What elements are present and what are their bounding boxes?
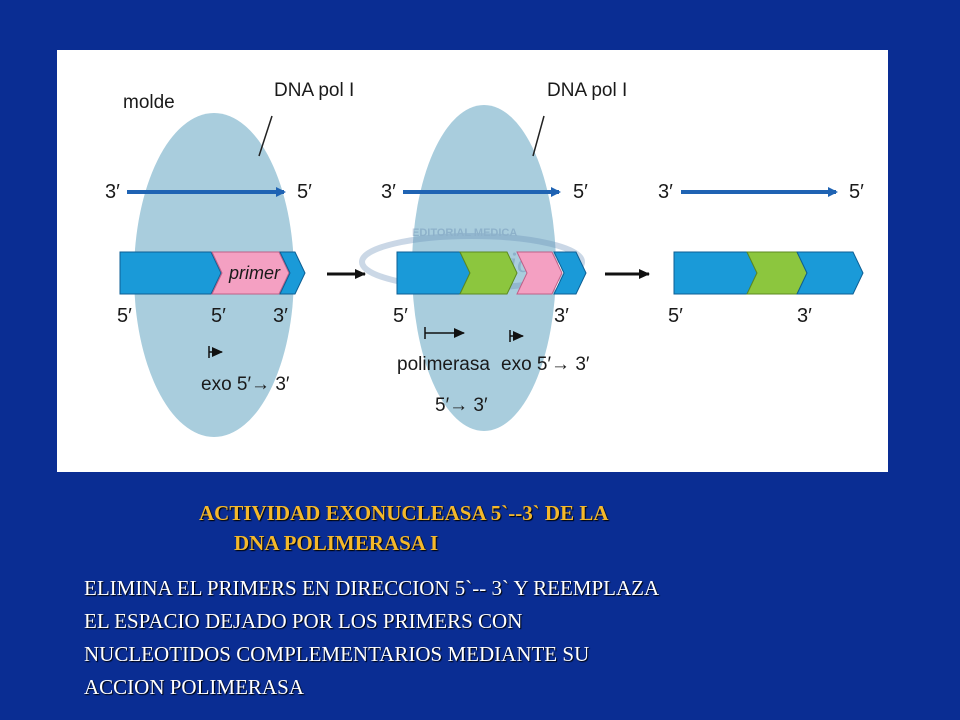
dna-segment-end — [279, 251, 306, 295]
template-3-label: 3′ — [658, 181, 673, 203]
dna-segment-end — [553, 251, 587, 295]
polimerasa-label: polimerasa — [397, 354, 490, 375]
bottom-3-right: 3′ — [273, 305, 288, 327]
template-3-label: 3′ — [381, 181, 396, 203]
title-line-1: ACTIVIDAD EXONUCLEASA 5`--3` DE LA — [199, 501, 609, 525]
diagram-svg: molde DNA pol I 3′ 5′ primer 5′ 5′ 3′ ex… — [105, 80, 864, 437]
body-line-2: EL ESPACIO DEJADO POR LOS PRIMERS CON — [84, 609, 523, 633]
diagram-figure: molde DNA pol I 3′ 5′ primer 5′ 5′ 3′ ex… — [57, 50, 888, 472]
bottom-5-left: 5′ — [393, 305, 408, 327]
bottom-3-right: 3′ — [554, 305, 569, 327]
dna-pol-label: DNA pol I — [274, 80, 354, 101]
template-5-label: 5′ — [297, 181, 312, 203]
body-line-4: ACCION POLIMERASA — [84, 675, 304, 699]
pointer-line — [258, 115, 273, 157]
bottom-5-mid: 5′ — [211, 305, 226, 327]
pointer-line — [532, 115, 545, 157]
template-5-label: 5′ — [849, 181, 864, 203]
exo-label: exo 5′→ 3′ — [501, 354, 590, 375]
dna-segment-blue — [673, 251, 758, 295]
new-dna-segment-green — [459, 251, 518, 295]
slide-body-text: ELIMINA EL PRIMERS EN DIRECCION 5`-- 3` … — [84, 572, 884, 704]
panel-1: molde DNA pol I 3′ 5′ primer 5′ 5′ 3′ ex… — [105, 80, 354, 437]
dna-segment-blue — [396, 251, 471, 295]
bottom-3-right: 3′ — [797, 305, 812, 327]
molde-label: molde — [123, 92, 175, 113]
bottom-5-left: 5′ — [117, 305, 132, 327]
template-3-label: 3′ — [105, 181, 120, 203]
body-line-3: NUCLEOTIDOS COMPLEMENTARIOS MEDIANTE SU — [84, 642, 590, 666]
panel-2: DNA pol I 3′ 5′ EDITORIAL MEDICA panamer… — [359, 80, 627, 431]
primer-segment — [211, 251, 290, 295]
primer-label: primer — [228, 263, 281, 283]
watermark-top-text: EDITORIAL MEDICA — [412, 227, 517, 239]
bottom-5-left: 5′ — [668, 305, 683, 327]
dna-segment-end — [796, 251, 864, 295]
primer-segment — [516, 251, 563, 295]
body-line-1: ELIMINA EL PRIMERS EN DIRECCION 5`-- 3` … — [84, 576, 660, 600]
dna-segment-blue — [119, 251, 222, 295]
polimerasa-direction-label: 5′→ 3′ — [435, 395, 488, 416]
dna-pol-label: DNA pol I — [547, 80, 627, 101]
template-5-label: 5′ — [573, 181, 588, 203]
panel-3: 3′ 5′ 5′ 3′ — [658, 181, 864, 327]
exo-label: exo 5′→ 3′ — [201, 374, 290, 395]
title-line-2: DNA POLIMERASA I — [234, 531, 439, 555]
